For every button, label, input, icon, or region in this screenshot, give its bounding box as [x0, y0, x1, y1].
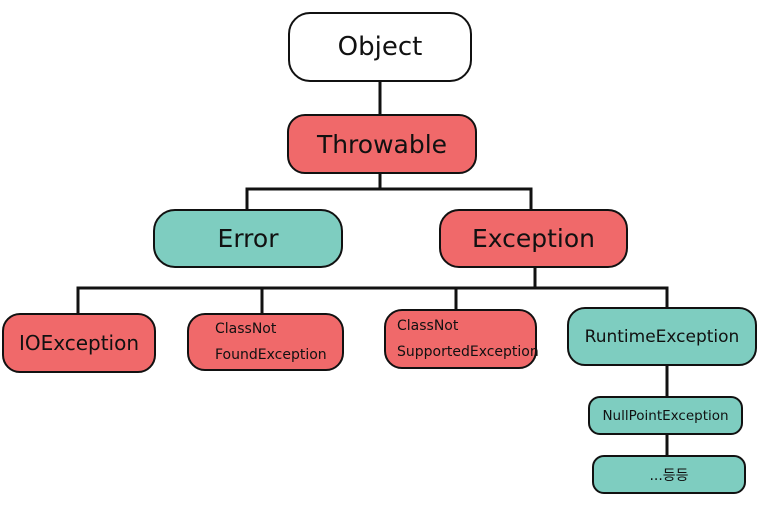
node-ioexception: IOException — [2, 313, 156, 373]
node-class-not-found-line2: FoundException — [215, 347, 327, 363]
node-exception-label: Exception — [471, 224, 596, 253]
node-throwable: Throwable — [287, 114, 477, 174]
node-etc: ...등등 — [592, 455, 746, 494]
node-ioexception-label: IOException — [18, 331, 140, 355]
node-class-not-found: ClassNot FoundException — [187, 313, 344, 371]
node-error-label: Error — [217, 224, 279, 253]
node-class-not-found-line1: ClassNot — [215, 321, 277, 337]
node-error: Error — [153, 209, 343, 268]
node-object-label: Object — [337, 32, 423, 62]
node-throwable-label: Throwable — [316, 129, 448, 159]
node-null-point-exception-label: NullPointException — [602, 407, 729, 424]
node-null-point-exception: NullPointException — [588, 396, 743, 435]
node-class-not-supported: ClassNot SupportedException — [384, 309, 539, 369]
node-runtime-exception: RuntimeException — [567, 307, 757, 366]
node-object: Object — [288, 12, 472, 82]
node-class-not-supported-line2: SupportedException — [397, 344, 539, 360]
node-exception: Exception — [439, 209, 628, 268]
node-class-not-supported-line1: ClassNot — [397, 318, 459, 334]
node-etc-label: ...등등 — [649, 467, 689, 484]
node-runtime-exception-label: RuntimeException — [584, 326, 740, 347]
